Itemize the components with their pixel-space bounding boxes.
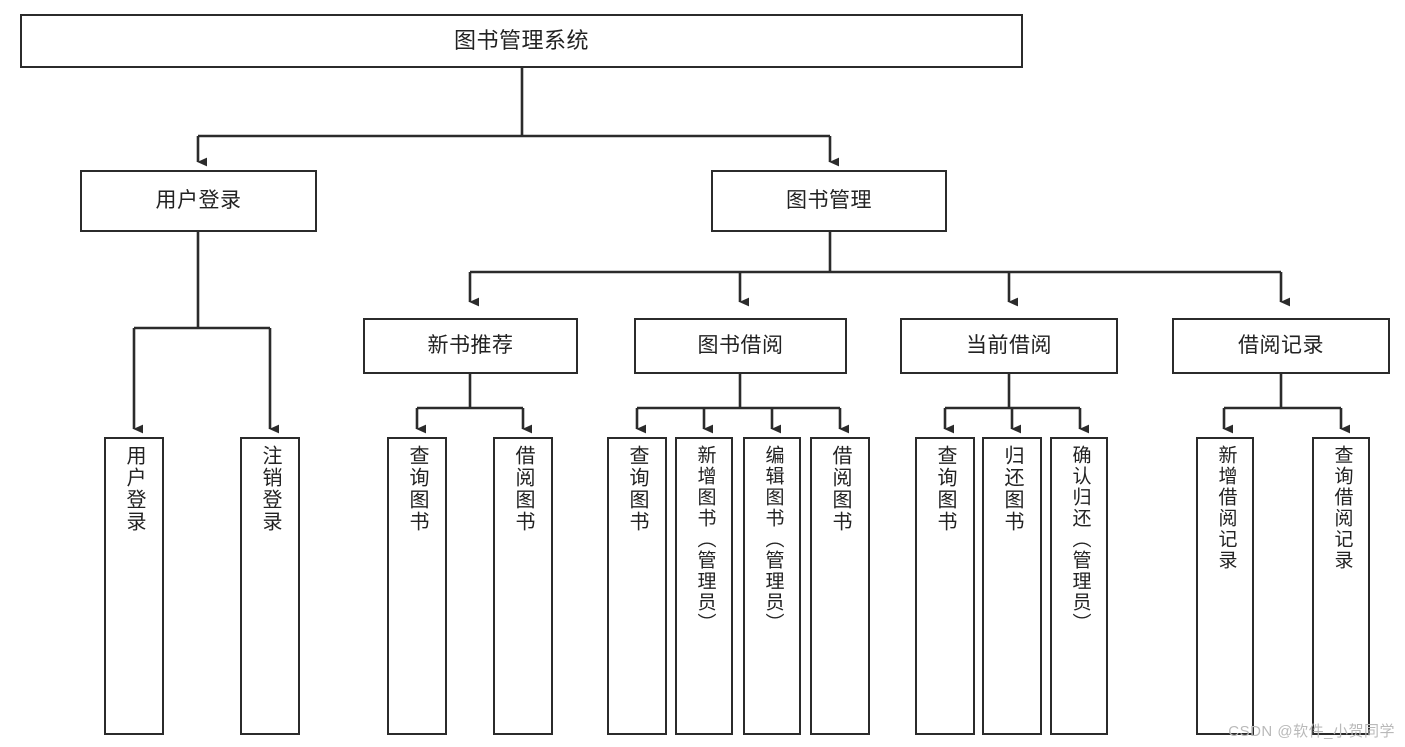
- leaf-add-record-label: 新增借阅记录: [1215, 445, 1237, 571]
- node-borrow-record-label: 借阅记录: [1238, 333, 1324, 357]
- node-new-book-recommend-label: 新书推荐: [427, 333, 514, 357]
- leaf-confirm-return[interactable]: 确认归还（管理员）: [1050, 437, 1108, 735]
- leaf-borrow-book-1-label: 借阅图书: [512, 445, 534, 533]
- leaf-add-book[interactable]: 新增图书（管理员）: [675, 437, 733, 735]
- watermark: CSDN @软件_小贺同学: [1228, 723, 1395, 740]
- leaf-user-login-label: 用户登录: [123, 445, 145, 533]
- node-book-borrow[interactable]: 图书借阅: [634, 318, 847, 374]
- leaf-query-book-1[interactable]: 查询图书: [387, 437, 447, 735]
- node-book-borrow-label: 图书借阅: [697, 333, 784, 357]
- leaf-query-book-3[interactable]: 查询图书: [915, 437, 975, 735]
- leaf-query-book-1-label: 查询图书: [406, 445, 428, 533]
- node-root[interactable]: 图书管理系统: [20, 14, 1023, 68]
- leaf-query-book-2-label: 查询图书: [626, 445, 648, 533]
- leaf-borrow-book-2-label: 借阅图书: [829, 445, 851, 533]
- leaf-add-record[interactable]: 新增借阅记录: [1196, 437, 1254, 735]
- leaf-edit-book-label: 编辑图书（管理员）: [762, 445, 784, 634]
- leaf-query-book-2[interactable]: 查询图书: [607, 437, 667, 735]
- leaf-logout-label: 注销登录: [259, 445, 281, 533]
- leaf-edit-book[interactable]: 编辑图书（管理员）: [743, 437, 801, 735]
- leaf-borrow-book-1[interactable]: 借阅图书: [493, 437, 553, 735]
- node-new-book-recommend[interactable]: 新书推荐: [363, 318, 578, 374]
- leaf-borrow-book-2[interactable]: 借阅图书: [810, 437, 870, 735]
- leaf-user-login[interactable]: 用户登录: [104, 437, 164, 735]
- node-borrow-record[interactable]: 借阅记录: [1172, 318, 1390, 374]
- leaf-return-book[interactable]: 归还图书: [982, 437, 1042, 735]
- node-user-login-label: 用户登录: [155, 188, 242, 212]
- leaf-query-record-label: 查询借阅记录: [1331, 445, 1353, 571]
- leaf-confirm-return-label: 确认归还（管理员）: [1069, 445, 1091, 634]
- node-book-manage[interactable]: 图书管理: [711, 170, 947, 232]
- node-current-borrow-label: 当前借阅: [966, 333, 1052, 357]
- leaf-query-book-3-label: 查询图书: [934, 445, 956, 533]
- leaf-logout[interactable]: 注销登录: [240, 437, 300, 735]
- node-book-manage-label: 图书管理: [786, 188, 872, 212]
- node-user-login[interactable]: 用户登录: [80, 170, 317, 232]
- leaf-add-book-label: 新增图书（管理员）: [694, 445, 716, 634]
- leaf-return-book-label: 归还图书: [1001, 445, 1023, 533]
- leaf-query-record[interactable]: 查询借阅记录: [1312, 437, 1370, 735]
- node-root-label: 图书管理系统: [453, 28, 589, 54]
- node-current-borrow[interactable]: 当前借阅: [900, 318, 1118, 374]
